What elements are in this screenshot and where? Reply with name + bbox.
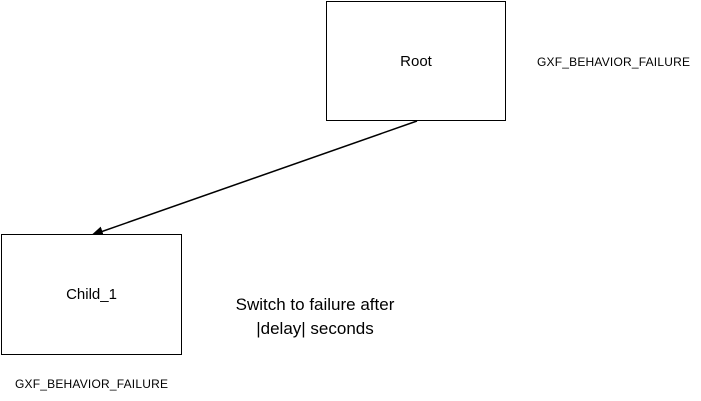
- annotation-line-2: |delay| seconds: [256, 319, 374, 338]
- root-status-label: GXF_BEHAVIOR_FAILURE: [537, 55, 691, 69]
- annotation-line-1: Switch to failure after: [235, 295, 395, 314]
- transition-annotation: Switch to failure after |delay| seconds: [205, 293, 425, 341]
- child-1-node: Child_1: [1, 234, 182, 355]
- child-1-status-label: GXF_BEHAVIOR_FAILURE: [15, 377, 169, 391]
- root-node: Root: [326, 1, 506, 121]
- child-1-node-label: Child_1: [66, 286, 117, 303]
- edge-root-to-child-1: [91, 120, 418, 237]
- root-node-label: Root: [400, 52, 432, 70]
